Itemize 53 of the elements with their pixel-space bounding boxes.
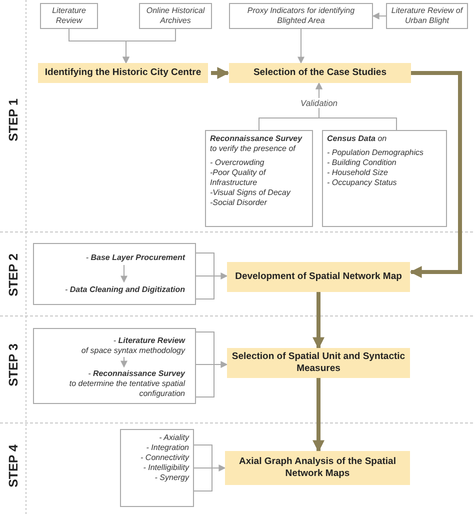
step-label: STEP 1 <box>6 98 20 142</box>
box-heading: - Literature Review <box>112 336 185 346</box>
list-item: -Social Disorder <box>210 198 268 208</box>
arrow <box>316 82 397 130</box>
list-item: - Intelligibility <box>142 463 189 473</box>
list-item: - Axiality <box>158 433 189 443</box>
source-box: Literature Review of Urban Blight <box>386 3 468 29</box>
list-item: - Connectivity <box>140 453 189 463</box>
source-box: Literature Review <box>40 3 98 29</box>
list-item: -Visual Signs of Decay <box>210 188 292 198</box>
step-label: STEP 2 <box>6 254 20 296</box>
list-item: - Population Demographics <box>327 148 424 158</box>
source-box: Proxy Indicators for identifying Blighted Area <box>229 3 373 29</box>
box-heading: - Reconnaissance Survey <box>87 369 185 379</box>
list-item: - Overcrowding <box>210 158 266 168</box>
arrow <box>194 464 226 472</box>
arrow <box>410 71 462 278</box>
arrow <box>298 28 304 64</box>
arrow <box>122 28 176 64</box>
arrow <box>211 67 230 79</box>
box-text: of space syntax methodology <box>80 346 185 356</box>
arrow <box>312 292 324 350</box>
process-box: Selection of Spatial Unit and Syntactic Measures <box>227 348 410 378</box>
process-box: Development of Spatial Network Map <box>227 262 410 292</box>
process-box: Axial Graph Analysis of the Spatial Network Maps <box>225 451 410 485</box>
process-box: Selection of the Case Studies <box>229 63 411 83</box>
note-box <box>120 429 194 507</box>
source-box: Online Historical Archives <box>139 3 212 29</box>
step-label: STEP 3 <box>6 344 20 386</box>
box-heading: Census Data on <box>327 134 388 144</box>
list-item: - Integration <box>145 443 189 453</box>
note-box <box>205 130 313 227</box>
note-box <box>33 243 196 305</box>
arrow <box>196 361 228 368</box>
step-label: STEP 4 <box>6 444 20 488</box>
arrow <box>312 378 324 452</box>
list-item: - Building Condition <box>327 158 398 168</box>
process-box: Identifying the Historic City Centre <box>38 63 208 83</box>
arrow <box>196 272 228 280</box>
arrow <box>120 356 128 368</box>
note-box <box>322 130 447 227</box>
box-heading: Reconnaissance Survey to verify the presence of <box>210 134 304 154</box>
edge-label: Validation <box>298 98 340 108</box>
arrow <box>120 264 128 283</box>
box-text: - Base Layer Procurement <box>84 253 185 263</box>
list-item: -Poor Quality of Infrastructure <box>210 168 268 188</box>
note-box <box>33 328 196 404</box>
list-item: - Synergy <box>154 473 189 483</box>
list-item: - Household Size <box>327 168 389 178</box>
arrow <box>372 12 386 20</box>
box-text: - Data Cleaning and Digitization <box>64 285 185 295</box>
list-item: - Occupancy Status <box>327 178 398 188</box>
box-text: to determine the tentative spatial configuration <box>68 379 185 399</box>
